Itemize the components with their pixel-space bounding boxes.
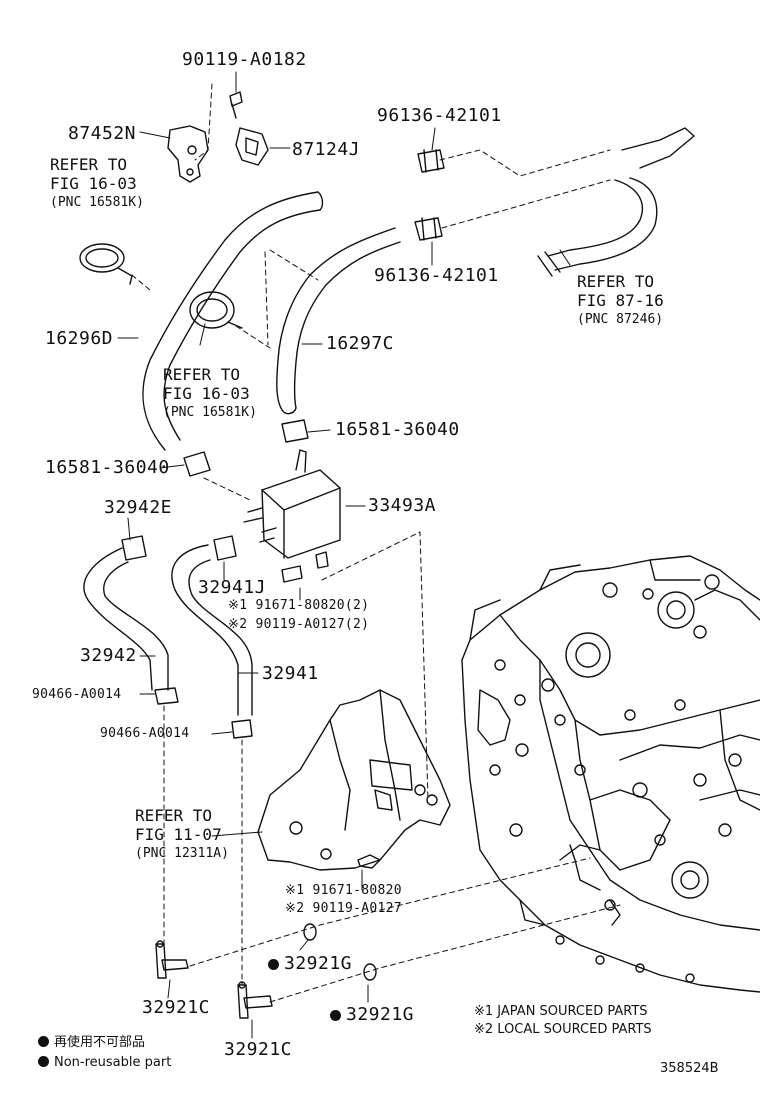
refer-line2: FIG 16-03	[50, 174, 137, 193]
label-16297c: 16297C	[326, 333, 395, 354]
hose-16297c-drawing	[276, 227, 401, 415]
label-bolt-pair-2-line1: ※1 91671-80820	[285, 883, 402, 898]
label-32942e: 32942E	[104, 497, 173, 518]
refer-line2: FIG 11-07	[135, 825, 222, 844]
label-32921c-b: 32921C	[224, 1039, 293, 1060]
label-32941j: 32941J	[198, 577, 267, 598]
refer-line2: FIG 87-16	[577, 291, 664, 310]
clamps-drawing	[79, 149, 445, 739]
label-32921c-a: 32921C	[142, 997, 211, 1018]
bracket-87452n-drawing	[167, 125, 209, 183]
label-16296d: 16296D	[45, 328, 114, 349]
label-33493a: 33493A	[368, 495, 437, 516]
refer-pnc: (PNC 87246)	[577, 312, 664, 327]
union-left-drawing	[155, 940, 189, 979]
gaskets-drawing	[303, 923, 377, 981]
legend-local-sourced: ※2 LOCAL SOURCED PARTS	[474, 1022, 652, 1037]
label-87452n: 87452N	[68, 123, 137, 144]
label-bolt-pair-1-line1: ※1 91671-80820(2)	[228, 598, 370, 613]
non-reusable-dot-icon	[268, 959, 279, 970]
label-87124j: 87124J	[292, 139, 361, 160]
label-32942: 32942	[80, 645, 137, 666]
legend-nonreusable-en: Non-reusable part	[38, 1054, 171, 1071]
non-reusable-dot-icon	[330, 1010, 341, 1021]
clip-87124j-drawing	[235, 127, 269, 166]
refer-line1: REFER TO	[163, 365, 241, 384]
hose-32941-drawing	[171, 544, 253, 716]
refer-line2: FIG 16-03	[163, 384, 250, 403]
oil-cooler-drawing	[243, 449, 341, 583]
label-32921g-a: 32921G	[268, 954, 352, 974]
non-reusable-dot-icon	[38, 1036, 49, 1047]
label-bolt-pair-1-line2: ※2 90119-A0127(2)	[228, 617, 370, 632]
hose-32942-drawing	[83, 547, 169, 691]
refer-line1: REFER TO	[135, 806, 213, 825]
legend-japan-sourced: ※1 JAPAN SOURCED PARTS	[474, 1004, 648, 1019]
refer-pnc: (PNC 12311A)	[135, 846, 229, 861]
engine-block-drawing	[461, 555, 760, 993]
figure-id: 358524B	[660, 1061, 719, 1076]
bolt-90119-drawing	[229, 91, 243, 119]
label-bolt-pair-2-line2: ※2 90119-A0127	[285, 901, 402, 916]
label-16581-left: 16581-36040	[45, 457, 170, 478]
refer-line1: REFER TO	[577, 272, 655, 291]
label-90466-b: 90466-A0014	[100, 726, 190, 741]
hose-87-16-drawing	[537, 127, 695, 277]
leader-lines	[117, 71, 571, 1039]
refer-line1: REFER TO	[50, 155, 128, 174]
label-90119-a0182: 90119-A0182	[182, 49, 307, 70]
hose-16296d-drawing	[142, 191, 324, 451]
legend-nonreusable-jp: 再使用不可部品	[38, 1034, 145, 1051]
label-96136-top: 96136-42101	[377, 105, 502, 126]
non-reusable-dot-icon	[38, 1056, 49, 1067]
union-right-drawing	[237, 981, 273, 1019]
label-90466-a: 90466-A0014	[32, 687, 122, 702]
label-32921g-b: 32921G	[330, 1005, 414, 1025]
bracket-drawing	[257, 689, 451, 871]
label-96136-bottom: 96136-42101	[374, 265, 499, 286]
label-16581-right: 16581-36040	[335, 419, 460, 440]
refer-pnc: (PNC 16581K)	[50, 195, 144, 210]
refer-pnc: (PNC 16581K)	[163, 405, 257, 420]
label-32941: 32941	[262, 663, 319, 684]
dashed-guides	[131, 83, 621, 1003]
